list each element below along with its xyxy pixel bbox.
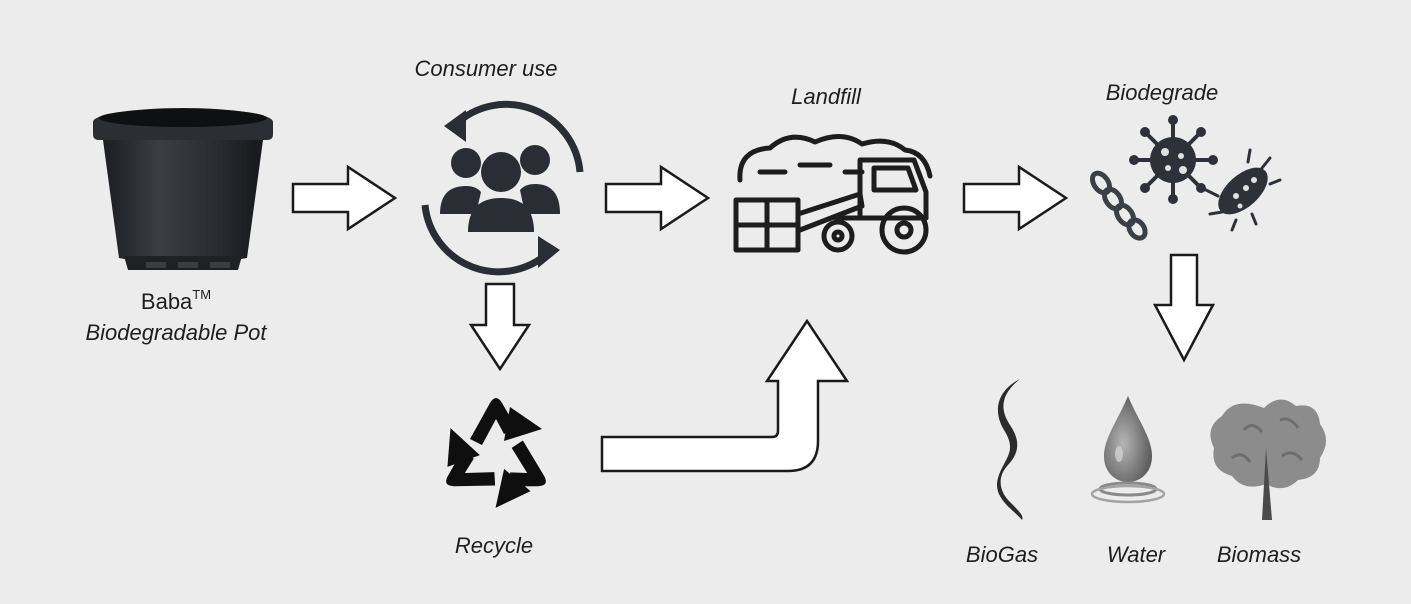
- arrow-consumer-to-recycle: [468, 282, 532, 372]
- arrow-landfill-to-biodegrade: [962, 164, 1069, 232]
- landfill-label: Landfill: [791, 84, 861, 109]
- biodegrade-label: Biodegrade: [1105, 80, 1219, 105]
- water-label: Water: [1106, 542, 1166, 567]
- tree-icon: [1210, 399, 1326, 520]
- water-drop-icon: [1090, 396, 1166, 504]
- biogas-label: BioGas: [965, 542, 1039, 567]
- biomass-label: Biomass: [1216, 542, 1302, 567]
- arrow-consumer-to-landfill: [604, 164, 711, 232]
- arrow-recycle-to-landfill: [600, 318, 850, 473]
- people-cycle-icon: [421, 100, 584, 276]
- recycle-icon: [446, 398, 546, 508]
- arrow-pot-to-consumer: [291, 164, 398, 232]
- microbes-icon: [1089, 115, 1282, 241]
- gas-wave-icon: [996, 379, 1023, 520]
- bulldozer-landfill-icon: [733, 134, 933, 255]
- pot-name-label: BabaTM: [141, 288, 211, 313]
- arrow-biodegrade-to-products: [1152, 253, 1216, 363]
- pot-subtitle-label: Biodegradable Pot: [85, 320, 267, 345]
- trademark-mark: TM: [192, 287, 212, 302]
- flower-pot-icon: [93, 108, 273, 270]
- pot-name: Baba: [140, 289, 193, 314]
- recycle-label: Recycle: [454, 533, 534, 558]
- arrows: [291, 164, 1216, 473]
- bacterium-shape: [1204, 148, 1282, 232]
- consumer-use-label: Consumer use: [414, 56, 558, 81]
